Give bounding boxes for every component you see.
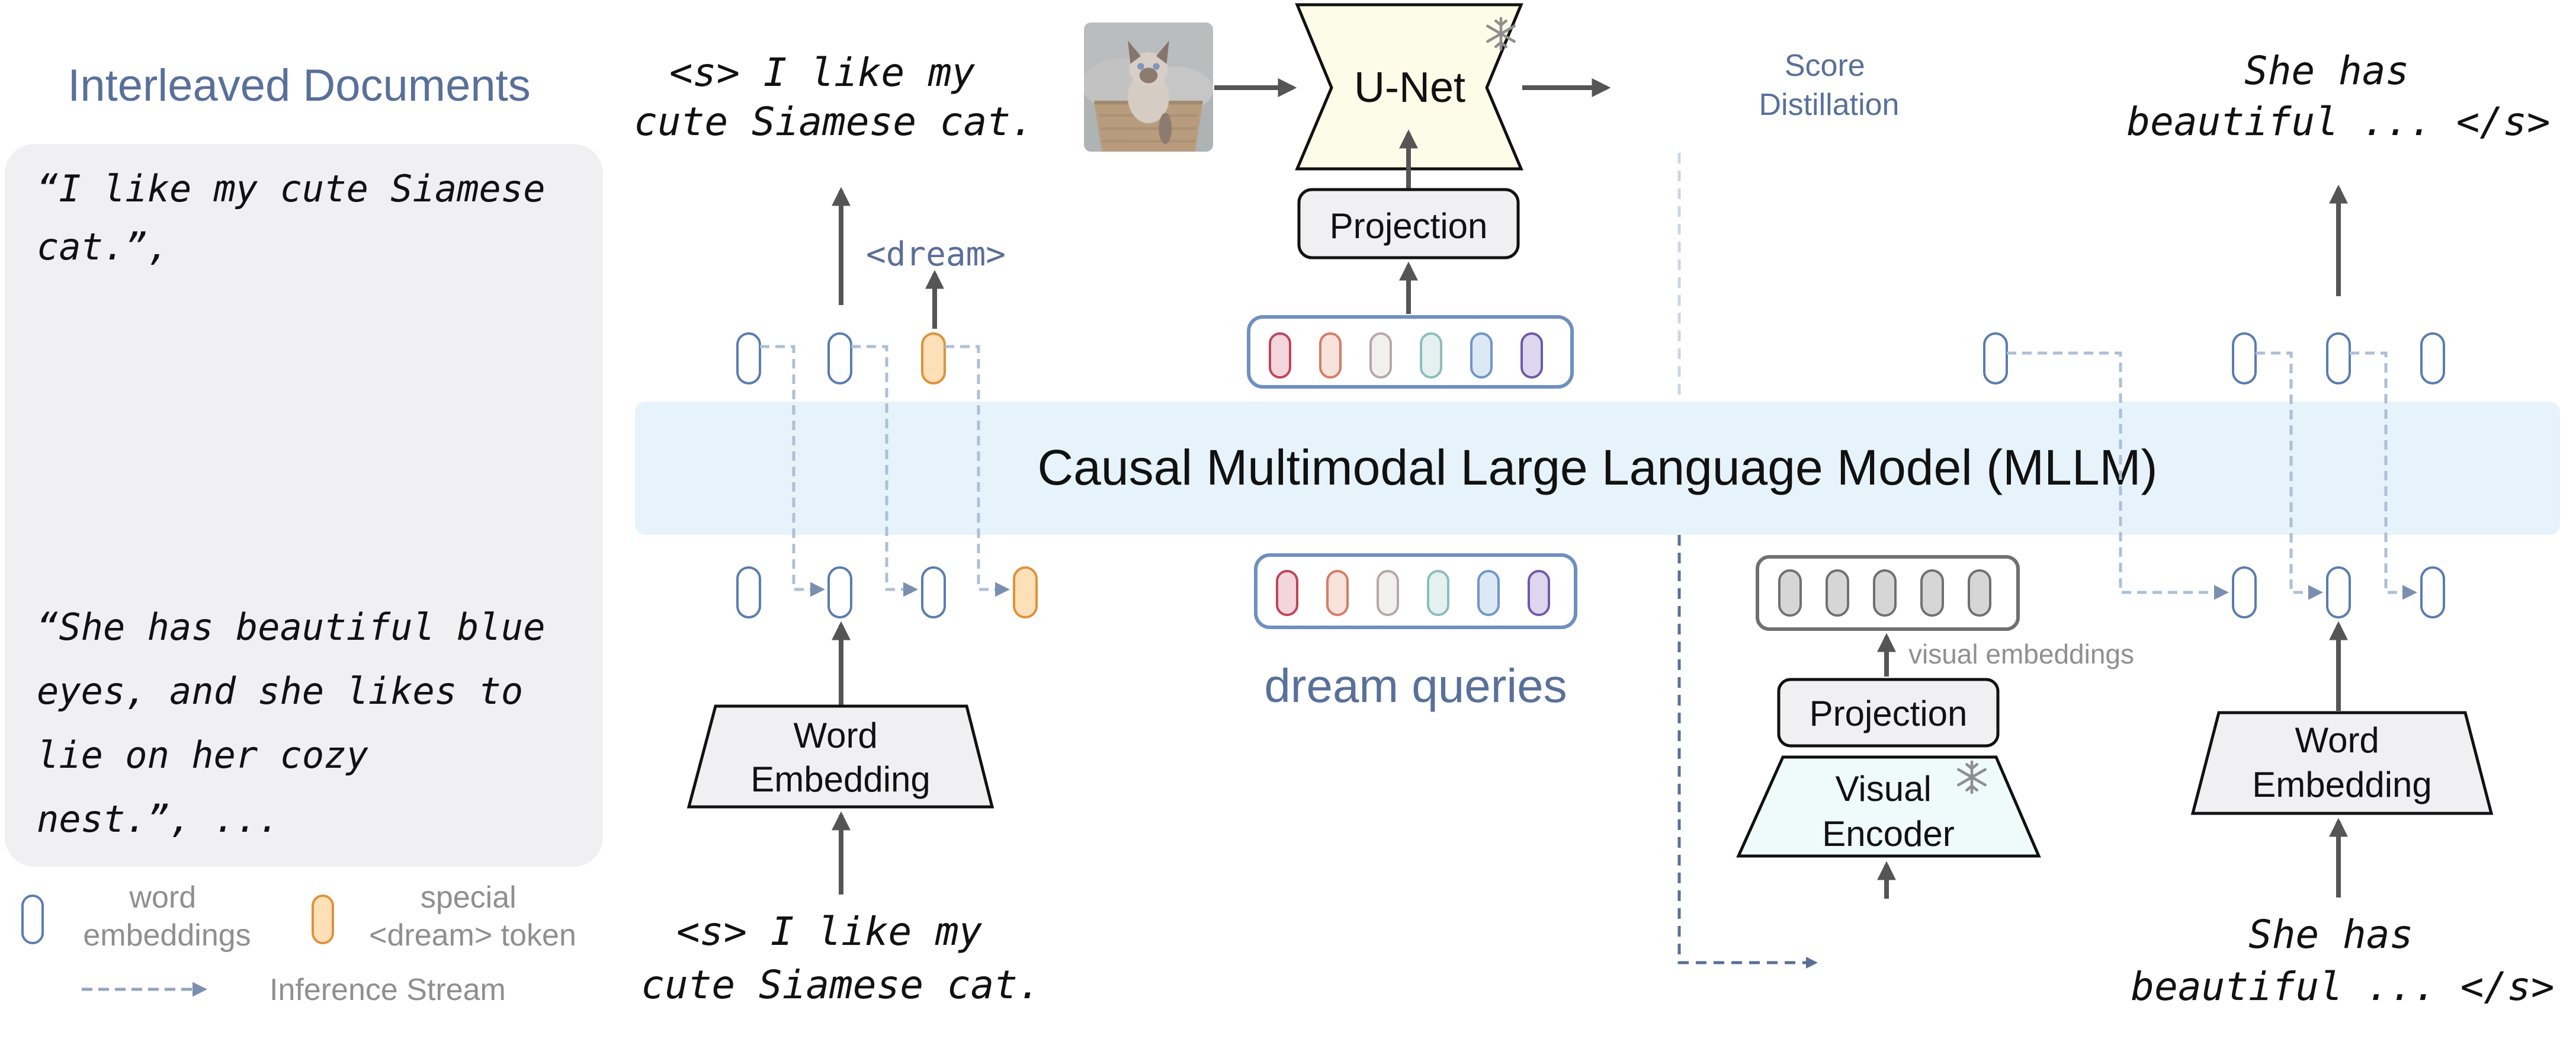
query-token <box>1319 332 1342 379</box>
visual-token <box>1920 569 1944 617</box>
legend-special-token-label: special <dream> token <box>369 880 576 953</box>
query-token <box>1427 570 1449 616</box>
query-token <box>1470 332 1493 379</box>
mllm-block <box>635 402 2560 535</box>
word-embedding-label-left: Word Embedding <box>750 716 931 799</box>
output-token <box>2326 332 2351 384</box>
document-text-2: “She has beautiful blue eyes, and she li… <box>37 605 567 841</box>
panel-title: Interleaved Documents <box>68 60 531 111</box>
input-token <box>736 566 761 618</box>
word-embedding-block-left <box>686 704 995 809</box>
legend-inference-label: Inference Stream <box>270 973 506 1007</box>
right-output-text: She has beautiful ... </s> <box>2126 48 2550 145</box>
projection-block-visual <box>1777 678 2000 748</box>
query-token <box>1420 332 1442 379</box>
output-token <box>736 332 761 384</box>
legend-special-token <box>312 895 334 944</box>
visual-embeddings-label: visual embeddings <box>1908 639 2134 669</box>
dream-queries-label: dream queries <box>1264 659 1567 712</box>
query-token <box>1528 570 1550 616</box>
query-token <box>1269 332 1291 379</box>
dream-query-input-tokens <box>1276 570 1550 616</box>
input-dream-token <box>1013 566 1038 618</box>
unet-block <box>1295 3 1523 171</box>
score-distillation-label: Score Distillation <box>1759 49 1900 122</box>
input-cat-image <box>1819 899 1952 1030</box>
visual-token <box>1826 569 1849 617</box>
mllm-label: Causal Multimodal Large Language Model (… <box>1038 440 2158 495</box>
unet-label: U-Net <box>1354 64 1465 111</box>
query-token <box>1477 570 1500 616</box>
legend-word-embedding-token <box>21 895 44 944</box>
visual-encoder-label: Visual Encoder <box>1822 769 1954 854</box>
input-token <box>2420 566 2445 618</box>
visual-token <box>1778 569 1802 617</box>
visual-token <box>1968 569 1991 617</box>
document-card <box>5 144 603 867</box>
noisy-image <box>1084 23 1213 152</box>
visual-embedding-tokens <box>1778 569 1991 617</box>
output-token <box>2232 332 2257 384</box>
query-token <box>1326 570 1349 616</box>
document-text-1: “I like my cute Siamese cat.”, <box>37 167 567 268</box>
query-token <box>1520 332 1543 379</box>
query-token <box>1369 332 1392 379</box>
output-token <box>2420 332 2445 384</box>
inference-stream-right <box>2007 351 2417 600</box>
word-embedding-block-right <box>2190 711 2494 815</box>
visual-token <box>1873 569 1897 617</box>
input-token <box>2326 566 2351 618</box>
output-token <box>827 332 852 384</box>
legend-word-embeddings-label: word embeddings <box>83 880 251 953</box>
left-output-text: <s> I like my cute Siamese cat. <box>634 50 1034 145</box>
doc-line: nest.”, ... <box>37 797 280 841</box>
input-token <box>921 566 946 618</box>
word-embedding-label-right: Word Embedding <box>2252 720 2432 804</box>
generated-image <box>1612 23 1743 152</box>
doc-line: lie on her cozy <box>37 733 369 777</box>
dream-query-output-tokens <box>1269 332 1543 379</box>
output-token <box>1983 332 2008 384</box>
doc-line: cat.”, <box>37 225 169 268</box>
query-token <box>1377 570 1399 616</box>
projection-label-top: Projection <box>1330 206 1488 246</box>
image-input-stream <box>1677 535 1818 969</box>
doc-line: eyes, and she likes to <box>37 669 523 713</box>
left-input-text: <s> I like my cute Siamese cat. <box>641 909 1041 1008</box>
projection-block-top <box>1297 188 1520 259</box>
input-token <box>827 566 852 618</box>
right-input-text: She has beautiful ... </s> <box>2131 912 2554 1009</box>
output-dream-token <box>921 332 946 384</box>
inference-stream-left <box>760 345 1010 597</box>
doc-line: “I like my cute Siamese <box>37 167 546 210</box>
dream-tag: <dream> <box>866 235 1006 274</box>
doc-line: “She has beautiful blue <box>37 605 546 649</box>
projection-label-visual: Projection <box>1810 694 1968 733</box>
query-token <box>1276 570 1298 616</box>
input-token <box>2232 566 2257 618</box>
